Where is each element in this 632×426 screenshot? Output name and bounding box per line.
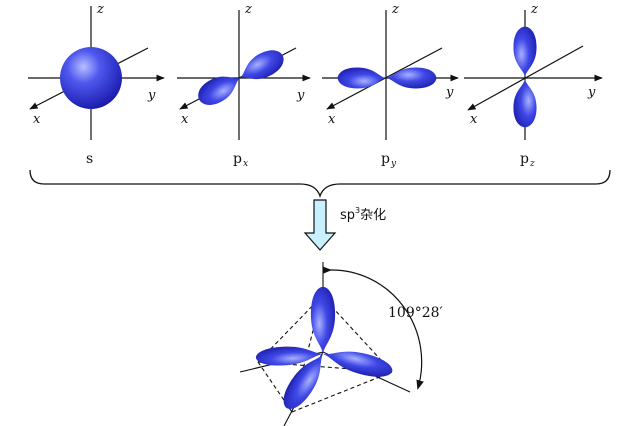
py-lobe-right [386, 67, 437, 89]
grouping-brace [29, 169, 611, 199]
y-axis-label: y [445, 85, 454, 100]
y-axis-label: y [147, 88, 156, 103]
orbital-label-py: py [381, 151, 397, 169]
y-axis-label: y [296, 88, 305, 103]
x-axis-label: x [328, 112, 336, 127]
z-axis-label: z [96, 2, 104, 17]
bond-angle-label: 109°28′ [388, 305, 443, 321]
orbital-px-panel: z y x px [177, 2, 311, 169]
z-axis-label: z [530, 2, 538, 17]
s-orbital-sphere [60, 47, 122, 109]
hybridization-label: sp3杂化 [340, 206, 386, 223]
pz-lobe-top [513, 26, 537, 77]
pz-lobe-bottom [513, 79, 537, 128]
z-axis-label: z [244, 2, 252, 17]
sp3-hybrid-orbitals: 109°28′ [239, 262, 443, 426]
orbital-s-panel: z y x s [28, 2, 165, 167]
sp3-lobe-top [310, 286, 336, 354]
x-axis [326, 47, 443, 110]
py-lobe-left [337, 67, 386, 89]
x-axis [467, 45, 584, 111]
z-axis-label: z [391, 2, 399, 17]
y-axis-label: y [587, 85, 596, 100]
orbital-label-pz: pz [520, 151, 535, 169]
sp3-lobe-right [320, 343, 395, 382]
orbital-label-s: s [86, 151, 93, 167]
orbital-label-px: px [233, 151, 248, 169]
bond-angle-arc [322, 266, 424, 390]
px-lobe-front [193, 67, 246, 111]
px-lobe-back [234, 44, 289, 89]
x-axis-label: x [33, 112, 41, 127]
x-axis-label: x [181, 112, 189, 127]
x-axis-label: x [470, 112, 478, 127]
orbital-py-panel: z y x py [322, 2, 459, 169]
orbital-pz-panel: z y x pz [464, 2, 603, 169]
hybridization-arrow [303, 199, 337, 251]
